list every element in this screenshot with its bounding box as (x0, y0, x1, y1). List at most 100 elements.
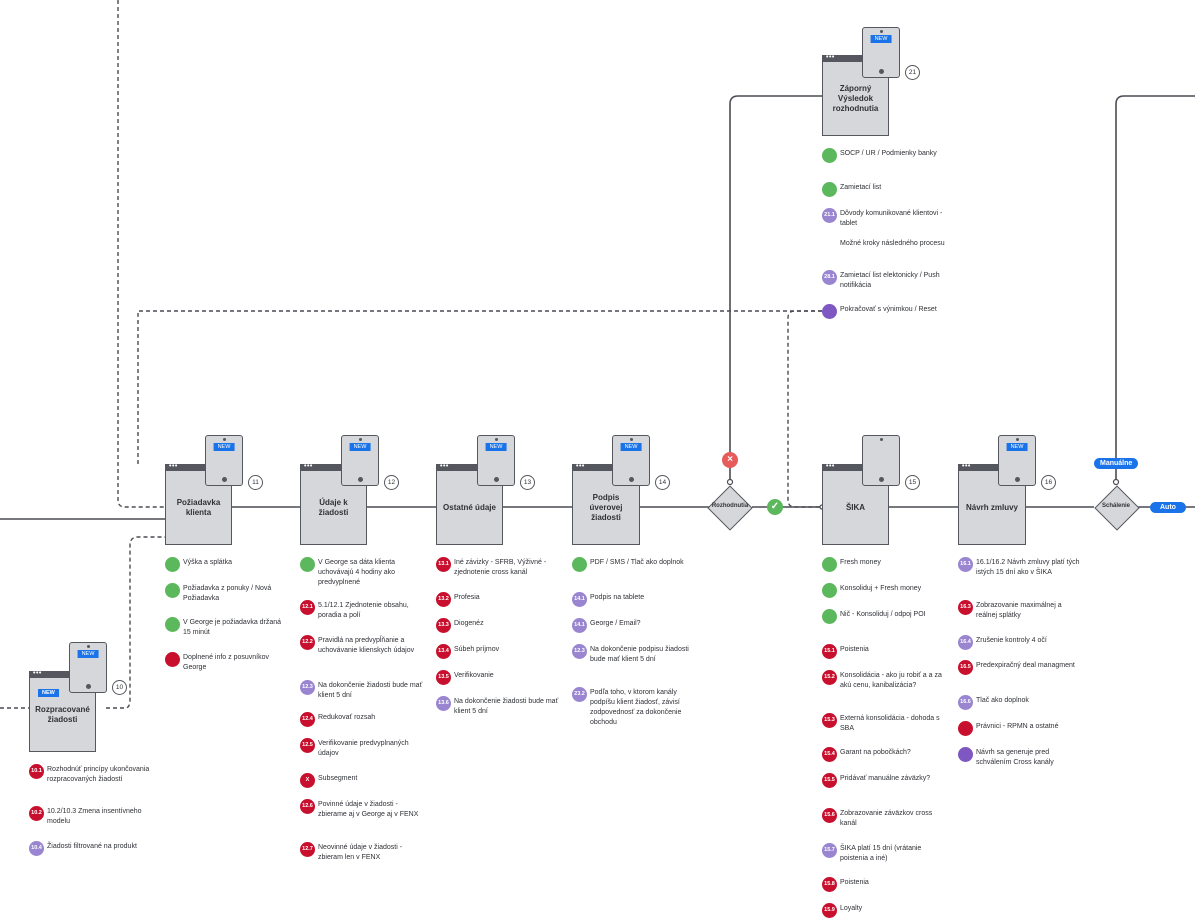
note-text: Žiadosti filtrované na produkt (47, 843, 137, 850)
note-badge: X (300, 773, 315, 788)
screen-navrh-zmluvy[interactable]: ••• Návrh zmluvy (958, 463, 1026, 545)
note-text: Na dokončenie žiadosti bude mať klient 5… (454, 698, 559, 715)
step-number: 11 (248, 475, 263, 490)
note-text: Neovinné údaje v žiadosti - zbieram len … (318, 844, 403, 861)
note-text: Profesia (454, 594, 480, 601)
screen-sika[interactable]: ••• ŠIKA (822, 463, 889, 545)
note-badge: 12.4 (300, 712, 315, 727)
note-badge (822, 304, 837, 319)
new-tag: NEW (620, 443, 642, 451)
note-text: Konsolidácia - ako ju robiť a a za akú c… (840, 672, 942, 689)
note-text: Predexpiračný deal managment (976, 662, 1075, 669)
note-badge: 13.3 (436, 618, 451, 633)
note-text: Tlač ako doplnok (976, 697, 1029, 704)
screen-title: Údaje k žiadosti (318, 497, 349, 517)
auto-pill[interactable]: Auto (1150, 502, 1186, 513)
note-text: Verifikovanie predvyplnaných údajov (318, 740, 409, 757)
dashed-line (787, 310, 822, 508)
step-number: 16 (1041, 475, 1056, 490)
note-text: Diogenéz (454, 620, 484, 627)
flow-line (729, 95, 822, 485)
note-text: Redukovať rozsah (318, 714, 376, 721)
note-badge: 13.5 (436, 670, 451, 685)
tablet-icon: NEW (862, 27, 900, 78)
note-badge (958, 747, 973, 762)
note-text: ŠIKA platí 15 dní (vrátanie poistenia a … (840, 845, 922, 862)
note-text: Na dokončenie podpisu žiadosti bude mať … (590, 646, 689, 663)
note-text: 5.1/12.1 Zjednotenie obsahu, poradia a p… (318, 602, 409, 619)
note-text: Doplnené info z posuvníkov George (183, 654, 269, 671)
tablet-icon: NEW (477, 435, 515, 486)
note-badge: 15.4 (822, 747, 837, 762)
note-text: Fresh money (840, 559, 881, 566)
dashed-line (106, 536, 165, 709)
note-badge: 16.5 (958, 660, 973, 675)
step-number: 14 (655, 475, 670, 490)
note-badge: 14.1 (572, 618, 587, 633)
note-badge (165, 583, 180, 598)
flow-line (1115, 95, 1195, 485)
note-badge: 16.3 (958, 600, 973, 615)
tablet-icon: NEW (998, 435, 1036, 486)
decision-label: Schálenie (1101, 503, 1130, 509)
note-text: Zamietací list elektonicky / Push notifi… (840, 272, 940, 289)
note-badge: 13.4 (436, 644, 451, 659)
new-tag: NEW (870, 35, 892, 43)
new-tag: NEW (213, 443, 235, 451)
note-text: Externá konsolidácia - dohoda s SBA (840, 715, 940, 732)
note-text: V George sa dáta klienta uchovávajú 4 ho… (318, 559, 396, 586)
note-badge (822, 182, 837, 197)
note-badge (165, 557, 180, 572)
note-text: Povinné údaje v žiadosti - zbierame aj v… (318, 801, 419, 818)
note-badge: 28.1 (822, 270, 837, 285)
step-number: 13 (520, 475, 535, 490)
note-text: Na dokončenie žiadosti bude mať klient 5… (318, 682, 423, 699)
screen-title: ŠIKA (845, 502, 866, 512)
note-badge: 10.1 (29, 764, 44, 779)
note-text: Nič - Konsoliduj / odpoj POI (840, 611, 926, 618)
screen-title: Podpis úverovej žiadosti (589, 492, 623, 522)
step-number: 15 (905, 475, 920, 490)
note-text: Zamietací list (840, 184, 882, 191)
note-badge: 15.5 (822, 773, 837, 788)
note-badge: 15.7 (822, 843, 837, 858)
step-number: 21 (905, 65, 920, 80)
note-badge: 12.2 (300, 635, 315, 650)
dashed-line (117, 0, 165, 508)
note-badge: 10.2 (29, 806, 44, 821)
screen-ostatne-udaje[interactable]: ••• Ostatné údaje (436, 463, 503, 545)
note-text: Loyalty (840, 905, 863, 912)
note-text: Podpis na tablete (590, 594, 645, 601)
manual-pill[interactable]: Manuálne (1094, 458, 1139, 469)
note-badge (165, 617, 180, 632)
note-text: Subsegment (318, 775, 358, 782)
tablet-icon: NEW (341, 435, 379, 486)
note-text: 10.2/10.3 Zmena insentívneho modelu (47, 808, 142, 825)
note-badge: 16.4 (958, 635, 973, 650)
note-text: Garant na pobočkách? (840, 749, 911, 756)
step-number: 12 (384, 475, 399, 490)
note-text: Poistenia (840, 879, 869, 886)
new-tag: NEW (485, 443, 507, 451)
note-badge: 21.1 (822, 208, 837, 223)
note-badge: 15.9 (822, 903, 837, 918)
note-badge: 12.6 (300, 799, 315, 814)
note-text: George / Email? (590, 620, 641, 627)
note-badge: 15.3 (822, 713, 837, 728)
note-text: Právnici - RPMN a ostatné (976, 723, 1059, 730)
screen-udaje-k-ziadosti[interactable]: ••• Údaje k žiadosti (300, 463, 367, 545)
note-badge: 23.2 (572, 687, 587, 702)
note-badge: 12.5 (300, 738, 315, 753)
note-text: Možné kroky následného procesu (840, 240, 945, 247)
tablet-icon: NEW (612, 435, 650, 486)
note-text: Pridávať manuálne záväzky? (840, 775, 931, 782)
note-text: Pokračovať s výnimkou / Reset (840, 306, 937, 313)
note-badge: 12.3 (300, 680, 315, 695)
note-text: SOCP / UR / Podmienky banky (840, 150, 937, 157)
step-number: 10 (112, 680, 127, 695)
note-badge: 15.1 (822, 644, 837, 659)
note-badge: 13.1 (436, 557, 451, 572)
note-badge: 15.8 (822, 877, 837, 892)
approve-check-icon: ✓ (767, 499, 783, 515)
note-badge: 14.1 (572, 592, 587, 607)
